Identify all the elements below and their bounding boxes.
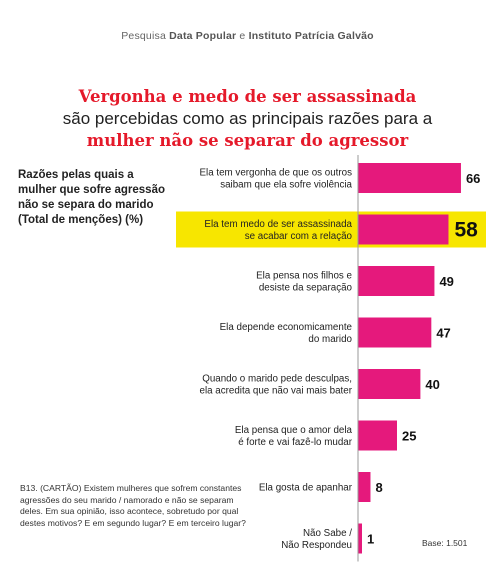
title-line-1: Vergonha e medo de ser assassinada bbox=[78, 87, 417, 106]
bar bbox=[358, 369, 421, 399]
category-label: saibam que ela sofre violência bbox=[220, 180, 352, 191]
bar bbox=[358, 472, 371, 502]
title-line-2: são percebidas como as principais razões… bbox=[62, 109, 433, 128]
category-label: Não Sabe / bbox=[303, 528, 352, 539]
bar-value-label: 49 bbox=[439, 274, 453, 289]
bar bbox=[358, 317, 432, 348]
survey-question: B13. (CARTÃO) Existem mulheres que sofre… bbox=[20, 483, 246, 528]
header-prefix: Pesquisa bbox=[121, 30, 170, 42]
bar-value-label: 25 bbox=[402, 429, 416, 444]
category-label: do marido bbox=[308, 334, 352, 345]
category-label: se acabar com a relação bbox=[245, 231, 353, 242]
bar bbox=[358, 214, 449, 245]
bar-value-label: 58 bbox=[454, 219, 478, 242]
category-label: Ela pensa nos filhos e bbox=[256, 271, 352, 282]
axis-description: Razões pelas quais a mulher que sofre ag… bbox=[18, 169, 165, 226]
title-line-3: mulher não se separar do agressor bbox=[86, 131, 409, 150]
survey-source-header: Pesquisa Data Popular e Instituto Patríc… bbox=[0, 30, 495, 42]
bar-value-label: 8 bbox=[375, 480, 382, 495]
category-label: é forte e vai fazê-lo mudar bbox=[238, 437, 353, 448]
bar-value-label: 40 bbox=[425, 377, 439, 392]
bar bbox=[358, 420, 397, 451]
category-label: Não Respondeu bbox=[281, 540, 352, 551]
bar-value-label: 1 bbox=[367, 532, 374, 547]
category-label: Quando o marido pede desculpas, bbox=[202, 374, 352, 385]
category-label: Ela gosta de apanhar bbox=[259, 483, 353, 494]
category-label: ela acredita que não vai mais bater bbox=[200, 386, 353, 397]
bar-value-label: 66 bbox=[466, 171, 480, 186]
category-label: Ela tem medo de ser assassinada bbox=[204, 219, 352, 230]
category-label: Ela depende economicamente bbox=[220, 322, 353, 333]
bar bbox=[358, 266, 435, 296]
category-label: Ela tem vergonha de que os outros bbox=[200, 168, 353, 179]
sample-base: Base: 1.501 bbox=[422, 538, 468, 548]
bar bbox=[358, 163, 461, 193]
category-label: desiste da separação bbox=[259, 283, 353, 294]
header-org-2: Instituto Patrícia Galvão bbox=[248, 30, 374, 42]
category-label: Ela pensa que o amor dela bbox=[235, 425, 353, 436]
header-conj: e bbox=[236, 30, 249, 42]
chart-title: Vergonha e medo de ser assassinada são p… bbox=[0, 86, 495, 152]
header-org-1: Data Popular bbox=[169, 30, 237, 42]
bar bbox=[358, 523, 362, 554]
bar-value-label: 47 bbox=[436, 326, 450, 341]
